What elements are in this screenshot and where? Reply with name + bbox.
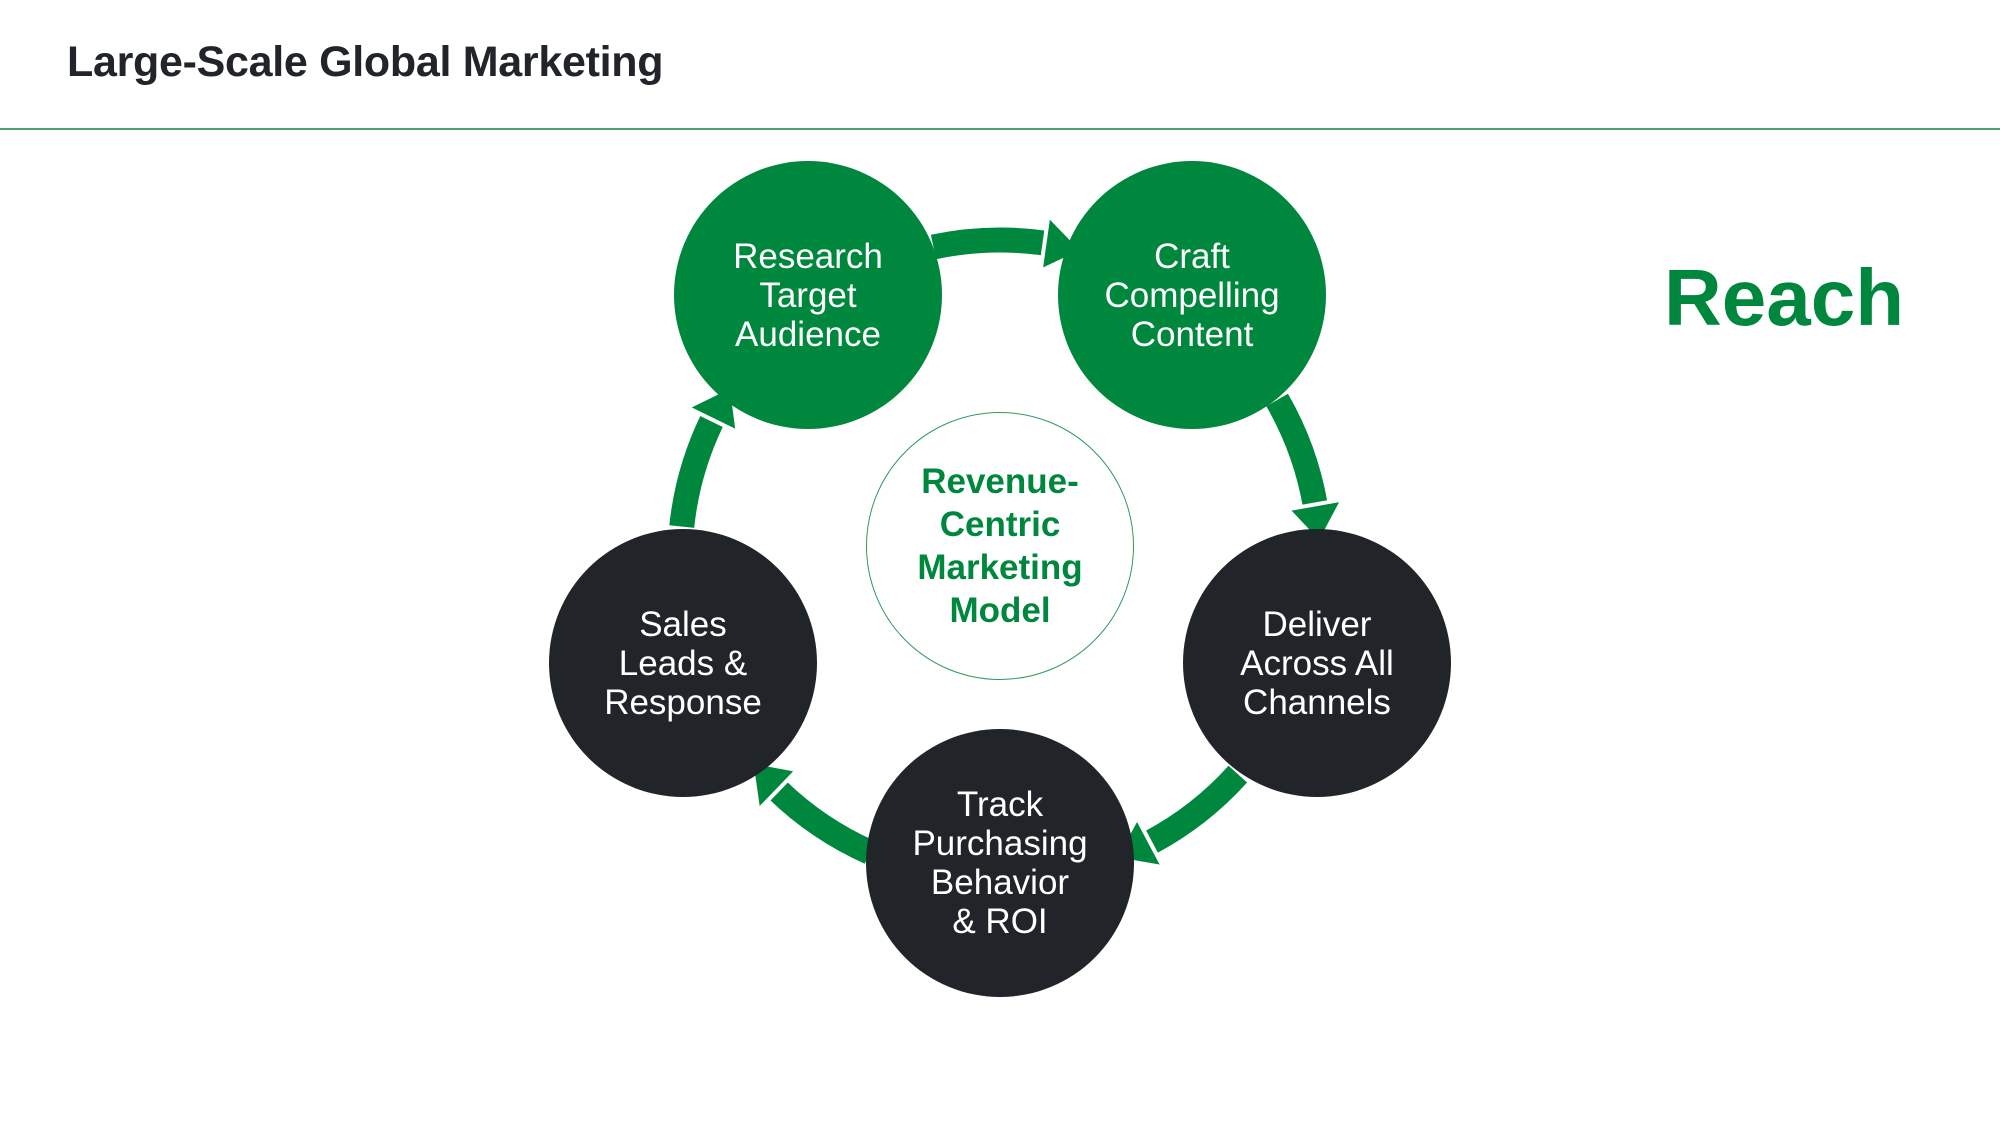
cycle-arrow-shaft: [769, 781, 876, 864]
cycle-arrow-head-icon: [1283, 496, 1347, 547]
cycle-arrow-shaft: [1266, 393, 1328, 507]
step-sales-leads-response: Sales Leads & Response: [549, 529, 817, 797]
cycle-arrow-shaft: [930, 227, 1047, 260]
step-label: Sales Leads & Response: [604, 604, 762, 722]
cycle-arrow-shaft: [669, 414, 724, 529]
step-label: Research Target Audience: [733, 236, 883, 354]
step-label: Craft Compelling Content: [1104, 236, 1280, 354]
center-hub: Revenue- Centric Marketing Model: [866, 412, 1134, 680]
step-deliver-across-all-channels: Deliver Across All Channels: [1183, 529, 1451, 797]
reach-heading: Reach: [1664, 253, 1905, 342]
step-research-target-audience: Research Target Audience: [674, 161, 942, 429]
step-craft-compelling-content: Craft Compelling Content: [1058, 161, 1326, 429]
step-label: Deliver Across All Channels: [1240, 604, 1394, 722]
step-track-purchasing-behavior: Track Purchasing Behavior & ROI: [866, 729, 1134, 997]
cycle-arrow-head-icon: [748, 758, 802, 815]
header-divider: [0, 128, 2000, 130]
cycle-arrow-shaft: [1144, 765, 1248, 854]
center-hub-label: Revenue- Centric Marketing Model: [917, 462, 1083, 630]
step-label: Track Purchasing Behavior & ROI: [912, 785, 1088, 941]
page-title: Large-Scale Global Marketing: [67, 38, 664, 86]
